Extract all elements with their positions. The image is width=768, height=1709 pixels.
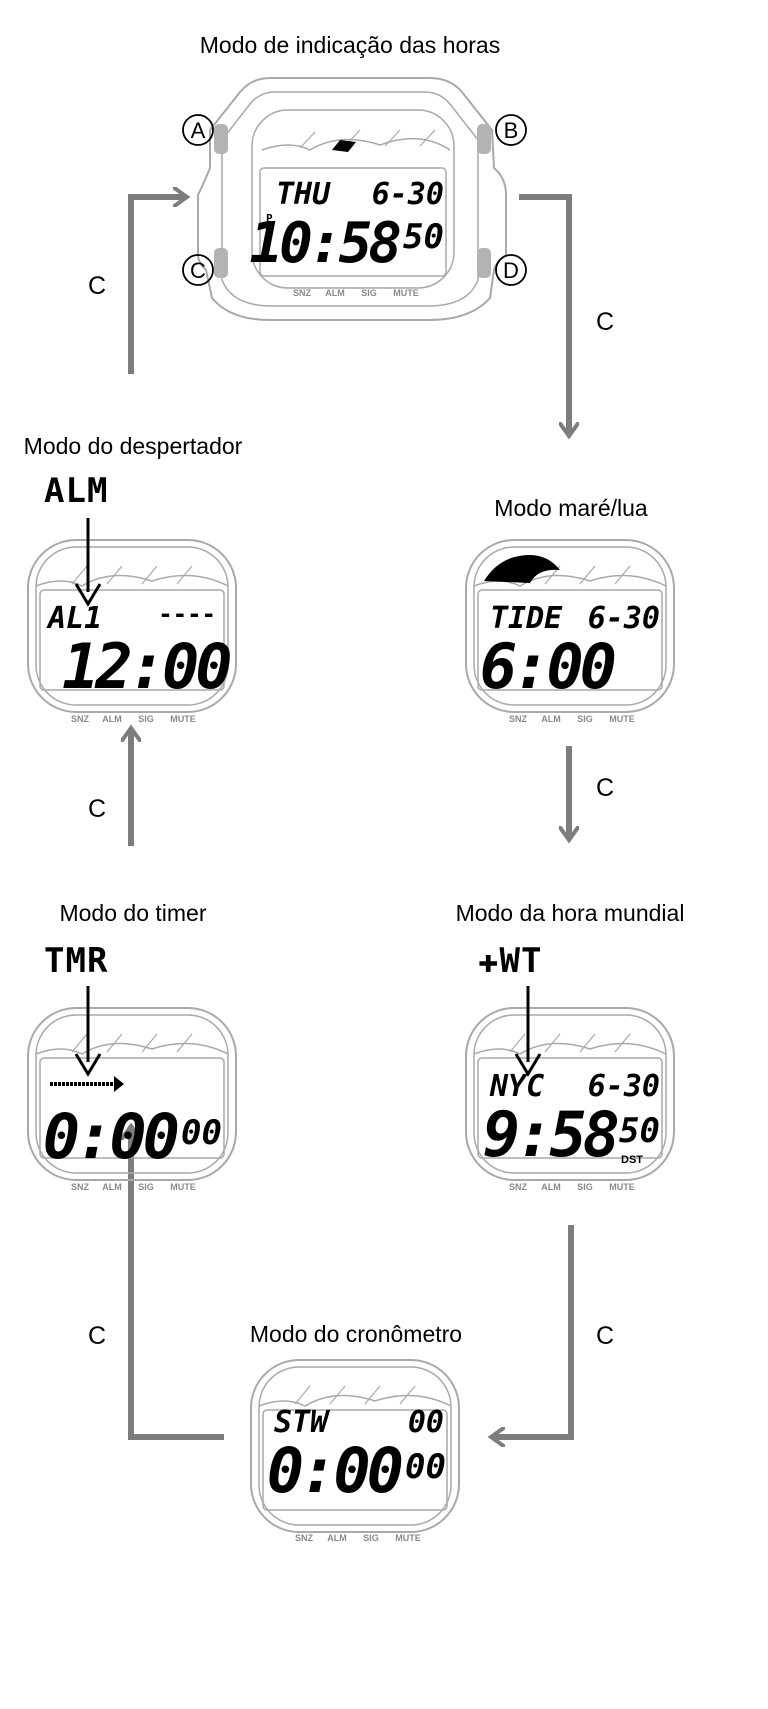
stopwatch-time: 0:00 <box>267 1434 402 1507</box>
button-d-label: D <box>503 258 519 283</box>
stopwatch-line1-right: 00 <box>408 1405 444 1440</box>
button-c-nub <box>214 248 228 278</box>
watch-tide-moon: TIDE 6-30 6:00 SNZ ALM SIG MUTE <box>465 539 675 724</box>
world-line1-left: NYC <box>489 1069 544 1104</box>
watch-alarm: ALM AL1 ---- 12:00 SNZ ALM SIG MUTE <box>27 471 237 724</box>
svg-text:ALM: ALM <box>541 714 561 724</box>
lcd-line1-left: THU <box>276 177 331 212</box>
svg-text:SIG: SIG <box>138 714 154 724</box>
bottom-labels: SNZ ALM SIG MUTE <box>293 288 419 298</box>
alarm-indicator: ALM <box>44 471 108 511</box>
svg-text:MUTE: MUTE <box>395 1533 421 1543</box>
watch-stopwatch: STW 00 0:00 00 SNZ ALM SIG MUTE <box>250 1359 460 1543</box>
svg-text:ALM: ALM <box>541 1182 561 1192</box>
arrow-stopwatch-to-timer <box>131 1128 224 1440</box>
title-timer: Modo do timer <box>59 900 206 926</box>
stopwatch-seconds: 00 <box>405 1447 446 1487</box>
svg-text:ALM: ALM <box>102 1182 122 1192</box>
world-time: 9:58 <box>483 1098 618 1171</box>
svg-text:SIG: SIG <box>577 1182 593 1192</box>
world-seconds: 50 <box>619 1111 660 1151</box>
lcd-seconds: 50 <box>403 217 444 257</box>
button-b-label: B <box>504 118 519 143</box>
button-b-nub <box>477 124 491 154</box>
arrow-label-c-6: C <box>596 1322 614 1350</box>
button-d-nub <box>477 248 491 278</box>
svg-text:MUTE: MUTE <box>170 1182 196 1192</box>
arrow-label-c-1: C <box>88 272 106 300</box>
svg-text:ALM: ALM <box>325 288 345 298</box>
arrow-alarm-to-timekeeping <box>128 197 185 374</box>
svg-text:SNZ: SNZ <box>509 714 528 724</box>
svg-text:SNZ: SNZ <box>71 714 90 724</box>
svg-text:MUTE: MUTE <box>609 714 635 724</box>
tide-line1-right: 6-30 <box>588 601 660 636</box>
svg-text:MUTE: MUTE <box>609 1182 635 1192</box>
arrows <box>131 197 571 1437</box>
bottom-labels: SNZ ALM SIG MUTE <box>295 1533 421 1543</box>
svg-text:MUTE: MUTE <box>393 288 419 298</box>
button-a-nub <box>214 124 228 154</box>
svg-text:MUTE: MUTE <box>170 714 196 724</box>
arrow-label-c-3: C <box>596 774 614 802</box>
title-world-time: Modo da hora mundial <box>456 900 685 926</box>
svg-text:SIG: SIG <box>361 288 377 298</box>
title-alarm: Modo do despertador <box>24 433 243 459</box>
arrow-label-c-2: C <box>596 308 614 336</box>
bottom-labels: SNZ ALM SIG MUTE <box>71 714 196 724</box>
watch-world-time: ✚WT NYC 6-30 9:58 50 DST SNZ ALM SIG MUT… <box>465 941 675 1192</box>
title-timekeeping: Modo de indicação das horas <box>200 32 500 58</box>
bottom-labels: SNZ ALM SIG MUTE <box>71 1182 196 1192</box>
watch-case <box>197 77 507 321</box>
lcd-pm: P <box>266 212 273 225</box>
arrow-world-to-stopwatch <box>493 1225 574 1437</box>
lcd-time: 10:58 <box>249 211 400 276</box>
svg-text:SNZ: SNZ <box>295 1533 314 1543</box>
svg-text:SIG: SIG <box>138 1182 154 1192</box>
button-c-label: C <box>190 258 206 283</box>
tide-time: 6:00 <box>480 630 615 703</box>
arrow-label-c-5: C <box>88 1322 106 1350</box>
arrow-timekeeping-to-tide <box>519 194 569 434</box>
arrow-label-c-4: C <box>88 795 106 823</box>
svg-text:SIG: SIG <box>363 1533 379 1543</box>
svg-text:SNZ: SNZ <box>509 1182 528 1192</box>
alarm-time: 12:00 <box>62 630 230 703</box>
bottom-labels: SNZ ALM SIG MUTE <box>509 1182 635 1192</box>
stopwatch-line1-left: STW <box>274 1405 331 1440</box>
svg-text:ALM: ALM <box>102 714 122 724</box>
watch-timer: TMR 0:00 00 SNZ ALM SIG MUTE <box>27 941 237 1192</box>
timer-indicator: TMR <box>44 941 108 981</box>
bottom-labels: SNZ ALM SIG MUTE <box>509 714 635 724</box>
moon-phase-icon <box>484 555 560 583</box>
timer-time: 0:00 <box>43 1100 178 1173</box>
button-a-label: A <box>191 118 206 143</box>
title-stopwatch: Modo do cronômetro <box>250 1321 462 1347</box>
svg-text:SNZ: SNZ <box>293 288 312 298</box>
world-indicator: ✚WT <box>478 941 542 981</box>
watch-timekeeping: A B C D THU 6-30 P 10:58 50 SNZ ALM SIG … <box>182 77 527 321</box>
dst-indicator: DST <box>621 1154 643 1166</box>
title-tide-moon: Modo maré/lua <box>494 495 648 521</box>
lcd-line1-right: 6-30 <box>372 177 444 212</box>
timer-seconds: 00 <box>181 1113 222 1153</box>
svg-text:SIG: SIG <box>577 714 593 724</box>
tide-line1-left: TIDE <box>490 601 563 636</box>
world-line1-right: 6-30 <box>588 1069 660 1104</box>
alarm-line1-right: ---- <box>158 600 216 628</box>
svg-text:SNZ: SNZ <box>71 1182 90 1192</box>
alarm-line1-left: AL1 <box>46 601 102 636</box>
moon-segment <box>332 140 356 152</box>
svg-text:ALM: ALM <box>327 1533 347 1543</box>
